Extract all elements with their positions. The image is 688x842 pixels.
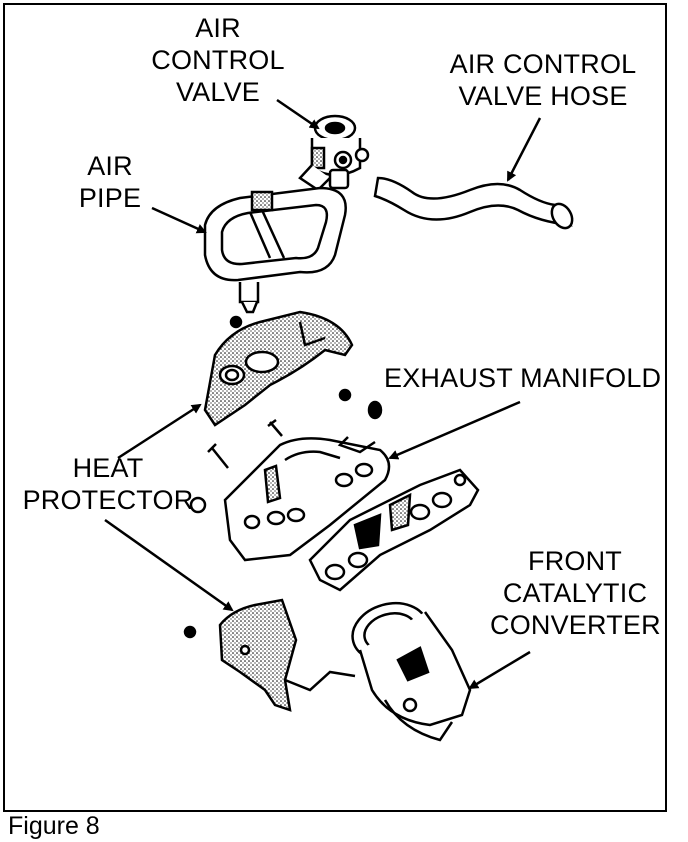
air-control-valve-hose-part	[373, 176, 574, 230]
heat-protector-label: HEAT PROTECTOR	[18, 452, 198, 516]
front-catalytic-converter-label: FRONT CATALYTIC CONVERTER	[490, 545, 661, 641]
front-catalytic-converter-label-line-3: CONVERTER	[490, 610, 661, 640]
front-catalytic-converter-label-line-1: FRONT	[528, 546, 622, 576]
air-control-valve-hose-label-line-2: VALVE HOSE	[458, 81, 628, 111]
lower-heat-protector-part	[218, 598, 356, 712]
leader-arrows	[104, 98, 542, 690]
upper-heat-protector-part	[203, 310, 354, 427]
air-control-valve-hose-label: AIR CONTROL VALVE HOSE	[448, 48, 638, 112]
air-control-valve-hose-label-line-1: AIR CONTROL	[449, 49, 637, 79]
air-pipe-label: AIR PIPE	[72, 150, 148, 214]
front-catalytic-converter-part	[351, 601, 472, 742]
heat-protector-label-line-1: HEAT	[72, 453, 144, 483]
exhaust-manifold-label-text: EXHAUST MANIFOLD	[384, 363, 662, 393]
air-pipe-label-line-2: PIPE	[78, 183, 142, 213]
figure-caption: Figure 8	[8, 812, 100, 840]
air-control-valve-label-line-3: VALVE	[175, 77, 261, 107]
front-catalytic-converter-label-line-2: CATALYTIC	[502, 578, 648, 608]
exhaust-manifold-part	[223, 436, 391, 562]
air-control-valve-label-line-2: CONTROL	[151, 45, 285, 75]
exhaust-manifold-label: EXHAUST MANIFOLD	[384, 362, 662, 394]
heat-protector-label-line-2: PROTECTOR	[22, 485, 194, 515]
manifold-gasket-part	[308, 468, 480, 592]
air-pipe-label-line-1: AIR	[87, 151, 133, 181]
air-control-valve-label-line-1: AIR	[195, 13, 241, 43]
air-control-valve-label: AIR CONTROL VALVE	[148, 12, 288, 108]
bolt-hardware	[183, 388, 383, 639]
air-pipe-part	[203, 186, 347, 314]
air-control-valve-part	[298, 114, 370, 192]
